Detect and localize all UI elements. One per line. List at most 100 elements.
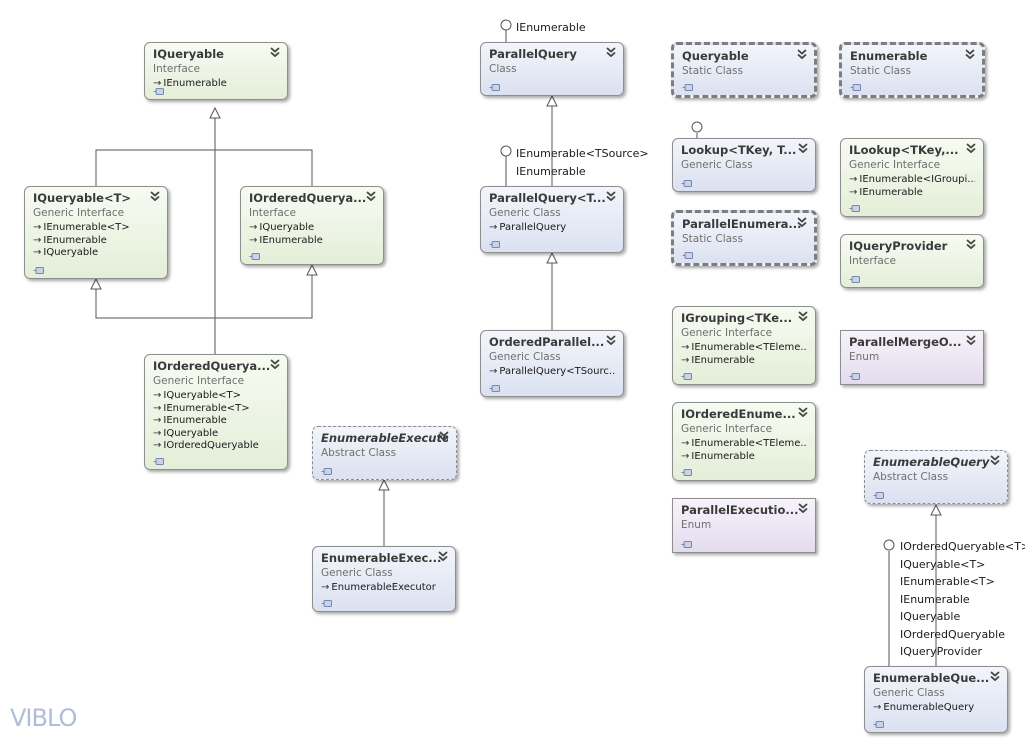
- implemented-interface: →IQueryable: [249, 222, 375, 235]
- collapse-chevron-icon[interactable]: [797, 310, 809, 322]
- type-box-lookup[interactable]: Lookup<TKey, T...Generic Class: [672, 138, 816, 192]
- expand-members-icon[interactable]: [489, 241, 500, 248]
- collapse-chevron-icon[interactable]: [149, 190, 161, 202]
- type-box-iorderedqueryable[interactable]: IOrderedQuerya...Interface→IQueryable→IE…: [240, 186, 384, 265]
- implemented-interfaces-list: →IEnumerable<IGroupi...→IEnumerable: [849, 174, 975, 199]
- expand-members-icon[interactable]: [321, 468, 332, 475]
- lollipop-label: IEnumerable<T>: [900, 575, 995, 588]
- expand-members-icon[interactable]: [849, 205, 860, 212]
- collapse-chevron-icon[interactable]: [797, 406, 809, 418]
- implemented-interface-name: IEnumerable: [163, 78, 227, 89]
- type-box-enumerablequery-t[interactable]: EnumerableQue...Generic Class→Enumerable…: [864, 666, 1008, 733]
- collapse-chevron-icon[interactable]: [605, 190, 617, 202]
- implemented-interfaces-list: →EnumerableExecutor: [321, 582, 447, 595]
- expand-members-icon[interactable]: [682, 252, 693, 259]
- expand-members-icon[interactable]: [153, 458, 164, 465]
- collapse-chevron-icon[interactable]: [605, 46, 617, 58]
- type-box-igrouping[interactable]: IGrouping<TKe...Generic Interface→IEnume…: [672, 306, 816, 385]
- type-kind: Generic Interface: [153, 375, 245, 387]
- type-name: EnumerableExecutor: [321, 431, 448, 445]
- implemented-interface-name: IEnumerable: [259, 234, 323, 246]
- type-box-parallelmergeoptions[interactable]: ParallelMergeO...Enum: [840, 330, 984, 385]
- implemented-interface-name: IQueryable<T>: [163, 390, 242, 401]
- collapse-chevron-icon[interactable]: [965, 142, 977, 154]
- expand-members-icon[interactable]: [321, 600, 332, 607]
- inherit-arrow-iqueryable-t: [90, 277, 102, 290]
- expand-members-icon[interactable]: [681, 469, 692, 476]
- type-kind: Generic Interface: [681, 423, 773, 435]
- type-name: ParallelExecutio...: [681, 503, 799, 517]
- expand-members-icon[interactable]: [873, 721, 884, 728]
- implemented-interface-name: IEnumerable<T>: [43, 222, 130, 233]
- collapse-chevron-icon[interactable]: [964, 48, 976, 60]
- expand-members-icon[interactable]: [849, 373, 860, 380]
- type-name: IQueryable<T>: [33, 191, 132, 205]
- collapse-chevron-icon[interactable]: [365, 190, 377, 202]
- implements-arrow-icon: →: [489, 222, 498, 233]
- type-box-enumerableexecutor-t[interactable]: EnumerableExec...Generic Class→Enumerabl…: [312, 546, 456, 612]
- implemented-interface-name: EnumerableExecutor: [331, 582, 436, 593]
- type-name: ILookup<TKey,...: [849, 143, 959, 157]
- collapse-chevron-icon[interactable]: [797, 142, 809, 154]
- implemented-interface-name: IEnumerable<TEleme...: [691, 438, 807, 449]
- type-kind: Generic Class: [489, 351, 561, 363]
- expand-members-icon[interactable]: [850, 84, 861, 91]
- collapse-chevron-icon[interactable]: [438, 430, 450, 442]
- expand-members-icon[interactable]: [153, 88, 164, 95]
- type-box-iqueryable-t[interactable]: IQueryable<T>Generic Interface→IEnumerab…: [24, 186, 168, 279]
- expand-members-icon[interactable]: [681, 541, 692, 548]
- expand-members-icon[interactable]: [489, 385, 500, 392]
- collapse-chevron-icon[interactable]: [796, 48, 808, 60]
- implemented-interface-name: IQueryable: [163, 427, 219, 439]
- implements-arrow-icon: →: [681, 354, 690, 366]
- type-box-iorderedenumerable[interactable]: IOrderedEnume...Generic Interface→IEnume…: [672, 402, 816, 481]
- type-box-orderedparallel[interactable]: OrderedParallel...Generic Class→Parallel…: [480, 330, 624, 397]
- lollipop-labels-parallelquery: IEnumerable: [516, 19, 586, 37]
- collapse-chevron-icon[interactable]: [437, 550, 449, 562]
- expand-members-icon[interactable]: [681, 373, 692, 380]
- collapse-chevron-icon[interactable]: [965, 238, 977, 250]
- inherit-arrow-parallelquery-t: [546, 251, 558, 264]
- collapse-chevron-icon[interactable]: [796, 216, 808, 228]
- collapse-chevron-icon[interactable]: [989, 670, 1001, 682]
- implemented-interfaces-list: →IEnumerable<T>→IEnumerable→IQueryable: [33, 222, 159, 260]
- expand-members-icon[interactable]: [681, 180, 692, 187]
- type-kind: Interface: [849, 255, 897, 267]
- collapse-chevron-icon[interactable]: [605, 334, 617, 346]
- lollipop-circle-lookup: [691, 121, 703, 133]
- implements-arrow-icon: →: [681, 342, 690, 353]
- expand-members-icon[interactable]: [682, 84, 693, 91]
- implemented-interfaces-list: →IEnumerable<TEleme...→IEnumerable: [681, 438, 807, 463]
- collapse-chevron-icon[interactable]: [269, 46, 281, 58]
- type-box-parallelexecutionmode[interactable]: ParallelExecutio...Enum: [672, 498, 816, 553]
- type-kind: Generic Class: [489, 207, 561, 219]
- collapse-chevron-icon[interactable]: [797, 502, 809, 514]
- lollipop-labels-enumerablequery-t: IOrderedQueryable<T> IQueryable<T> IEnum…: [900, 538, 1025, 661]
- type-box-ilookup[interactable]: ILookup<TKey,...Generic Interface→IEnume…: [840, 138, 984, 217]
- collapse-chevron-icon[interactable]: [269, 358, 281, 370]
- type-box-parallelquery-t[interactable]: ParallelQuery<T...Generic Class→Parallel…: [480, 186, 624, 253]
- collapse-chevron-icon[interactable]: [965, 334, 977, 346]
- type-box-iorderedqueryable-t[interactable]: IOrderedQuerya...Generic Interface→IQuer…: [144, 354, 288, 470]
- implemented-interfaces-list: →IQueryable<T>→IEnumerable<T>→IEnumerabl…: [153, 390, 279, 453]
- expand-members-icon[interactable]: [849, 276, 860, 283]
- inherit-arrow-enumerablequery: [930, 503, 942, 516]
- expand-members-icon[interactable]: [873, 492, 884, 499]
- expand-members-icon[interactable]: [33, 267, 44, 274]
- collapse-chevron-icon[interactable]: [989, 454, 1001, 466]
- type-box-parallelenumerable[interactable]: ParallelEnumera...Static Class: [671, 210, 817, 266]
- implements-arrow-icon: →: [249, 234, 258, 246]
- implemented-interface-name: IEnumerable: [859, 186, 923, 198]
- expand-members-icon[interactable]: [489, 84, 500, 91]
- expand-members-icon[interactable]: [249, 253, 260, 260]
- type-name: OrderedParallel...: [489, 335, 605, 349]
- lollipop-label: IEnumerable<TSource>: [516, 147, 649, 160]
- implemented-interface: →IEnumerable<TEleme...: [681, 438, 807, 451]
